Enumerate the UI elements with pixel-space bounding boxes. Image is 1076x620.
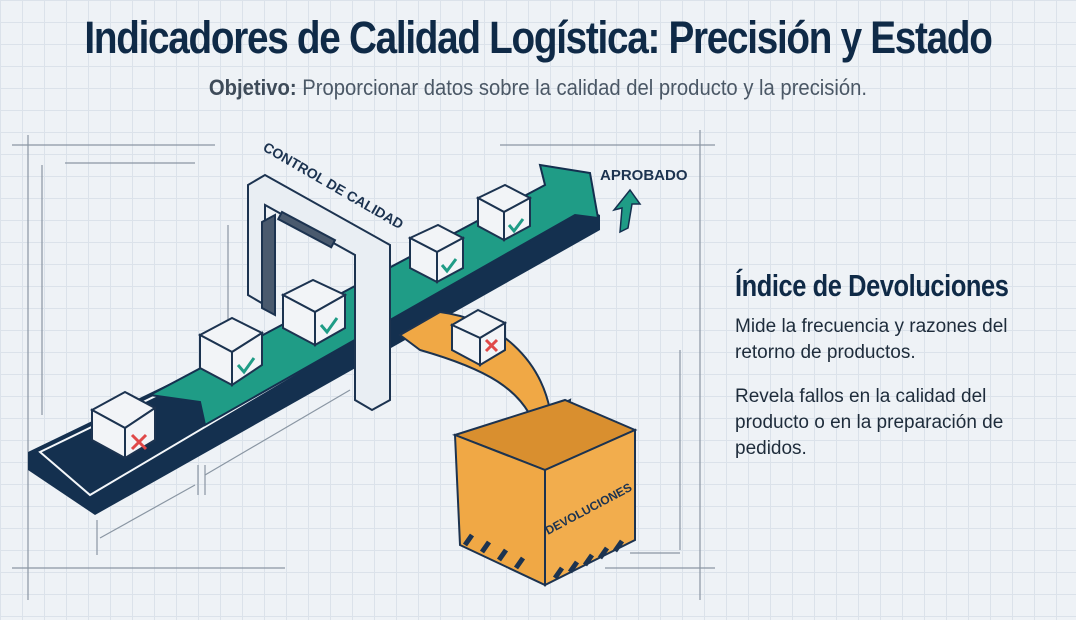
quality-control-illustration: CONTROL DE CALIDAD DEVOLUCIONES APROBADO	[12, 130, 715, 600]
approved-box	[475, 183, 533, 242]
rejected-box	[89, 390, 157, 460]
approved-box	[280, 278, 348, 347]
objective-label: Objetivo:	[208, 75, 297, 100]
objective-text: Proporcionar datos sobre la calidad del …	[296, 75, 868, 100]
approved-box	[407, 223, 466, 284]
page-title: Indicadores de Calidad Logística: Precis…	[84, 12, 992, 63]
approved-marker: APROBADO	[600, 167, 688, 234]
panel-heading: Índice de Devoluciones	[735, 268, 1009, 303]
dimension-lines	[12, 130, 715, 600]
returns-bin: DEVOLUCIONES	[451, 398, 638, 587]
returns-index-panel: Índice de Devoluciones Mide la frecuenci…	[735, 268, 1065, 480]
approved-box	[197, 316, 265, 387]
up-arrow-icon	[612, 188, 642, 234]
panel-paragraph-2: Revela fallos en la calidad del producto…	[735, 386, 1004, 459]
approved-label: APROBADO	[600, 167, 688, 184]
panel-paragraph-1: Mide la frecuencia y razones del retorno…	[735, 316, 1008, 363]
rejected-box	[449, 308, 508, 367]
page-subtitle: Objetivo: Proporcionar datos sobre la ca…	[43, 75, 1033, 101]
package-boxes	[89, 183, 533, 460]
